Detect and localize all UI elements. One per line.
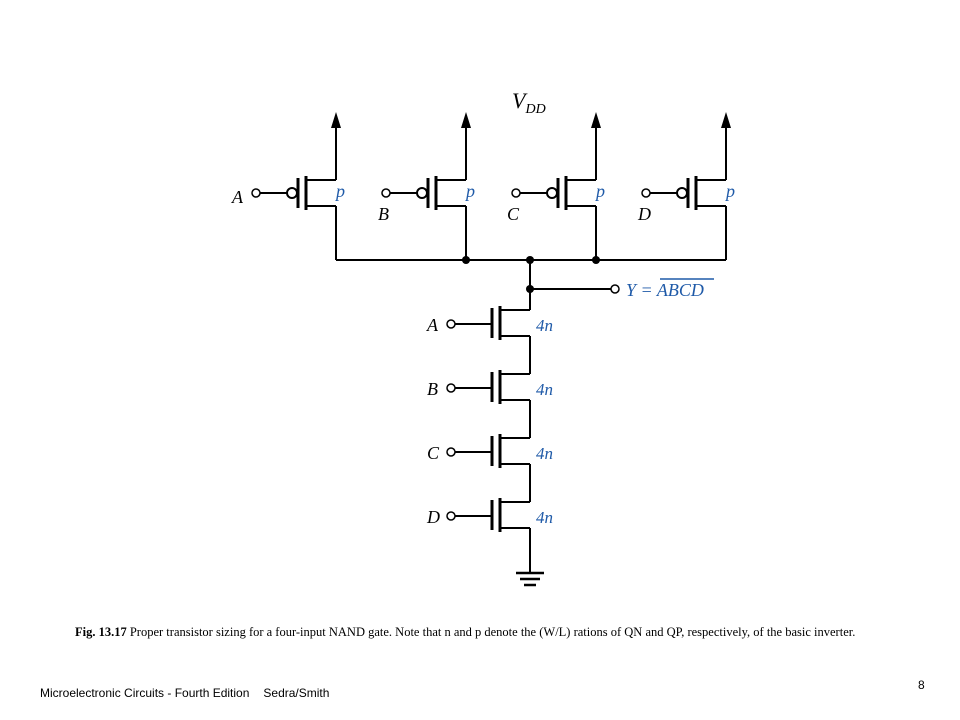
drain-bus	[336, 256, 726, 310]
nmos-c-input-label: C	[427, 443, 440, 463]
nmos-c-size-label: 4n	[536, 444, 553, 463]
nmos-a	[446, 306, 531, 374]
nmos-d-size-label: 4n	[536, 508, 553, 527]
nmos-b	[446, 370, 531, 438]
footer-authors: Sedra/Smith	[263, 686, 330, 700]
vdd-label: VDD	[512, 88, 546, 117]
pmos-d-size-label: p	[724, 181, 735, 201]
pmos-c-input-label: C	[507, 204, 520, 224]
figure-number: Fig. 13.17	[75, 625, 127, 639]
nmos-b-size-label: 4n	[536, 380, 553, 399]
nmos-a-size-label: 4n	[536, 316, 553, 335]
ground-icon	[516, 571, 544, 587]
nmos-d-input-label: D	[426, 507, 440, 527]
pmos-b-size-label: p	[464, 181, 475, 201]
footer-book-title: Microelectronic Circuits - Fourth Editio…	[40, 686, 250, 700]
pmos-c-size-label: p	[594, 181, 605, 201]
pmos-b	[381, 112, 471, 260]
pmos-d-input-label: D	[637, 204, 651, 224]
pmos-a-input-label: A	[231, 187, 244, 207]
caption-text: Proper transistor sizing for a four-inpu…	[126, 625, 856, 639]
output-label: Y = ABCD	[626, 280, 704, 300]
nmos-d	[446, 498, 531, 572]
nmos-b-input-label: B	[427, 379, 438, 399]
nmos-c	[446, 434, 531, 502]
pmos-a-size-label: p	[334, 181, 345, 201]
nmos-a-input-label: A	[426, 315, 439, 335]
pmos-b-input-label: B	[378, 204, 389, 224]
pmos-d	[641, 112, 731, 260]
page-number: 8	[918, 678, 925, 692]
footer: Microelectronic Circuits - Fourth Editio…	[40, 686, 329, 700]
pmos-a	[251, 112, 341, 260]
figure-caption: Fig. 13.17 Proper transistor sizing for …	[75, 624, 875, 640]
pmos-c	[511, 112, 601, 260]
